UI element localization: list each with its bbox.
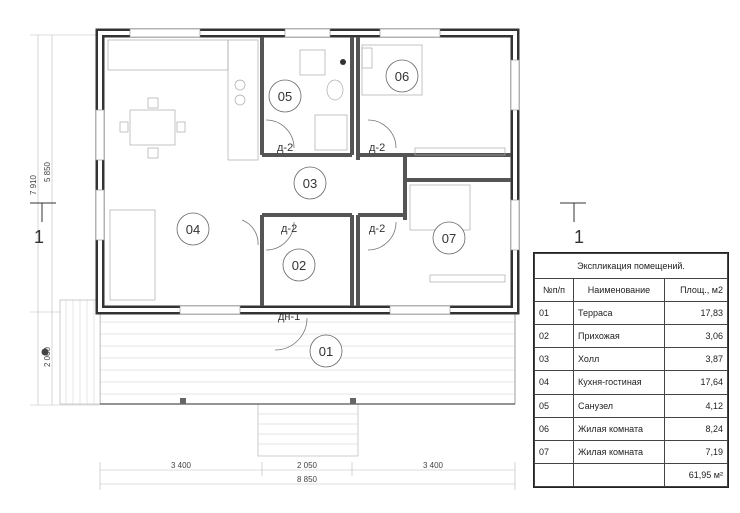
dimension-guides — [30, 34, 516, 490]
section-label-left: 1 — [34, 227, 44, 247]
dim-left-lower: 2 060 — [43, 346, 52, 367]
room-06-number: 06 — [395, 69, 409, 84]
col-num: №п/п — [534, 277, 574, 303]
room-01-number: 01 — [319, 344, 333, 359]
section-label-right: 1 — [574, 227, 584, 247]
door-label-06: д-2 — [369, 142, 385, 154]
col-name: Наименование — [573, 277, 665, 303]
door-label-05: д-2 — [277, 142, 293, 154]
dim-bottom-right: 3 400 — [423, 461, 444, 470]
windows — [95, 28, 520, 315]
door-label-entry: дн-1 — [278, 311, 300, 323]
room-07-number: 07 — [442, 231, 456, 246]
door-swings — [241, 119, 397, 351]
furniture — [107, 39, 506, 301]
total-area: 61,95 м² — [664, 462, 728, 488]
dim-bottom-left: 3 400 — [171, 461, 192, 470]
col-area: Площ., м2 — [664, 277, 728, 303]
total-row: 61,95 м² — [534, 462, 728, 488]
door-label-07: д-2 — [369, 223, 385, 235]
dim-left-upper: 5 850 — [43, 161, 52, 182]
dim-bottom-total: 8 850 — [297, 475, 318, 484]
room-schedule: Экспликация помещений. №п/п Наименование… — [533, 252, 729, 488]
dim-left-total: 7 910 — [29, 174, 38, 195]
dim-bottom-mid: 2 050 — [297, 461, 318, 470]
room-04-number: 04 — [186, 222, 200, 237]
schedule-title: Экспликация помещений. — [534, 253, 728, 279]
door-label-02: д-2 — [281, 223, 297, 235]
room-markers — [176, 59, 466, 368]
room-02-number: 02 — [292, 258, 306, 273]
terrace — [59, 299, 516, 457]
section-marks — [30, 202, 586, 222]
room-03-number: 03 — [303, 176, 317, 191]
room-05-number: 05 — [278, 89, 292, 104]
